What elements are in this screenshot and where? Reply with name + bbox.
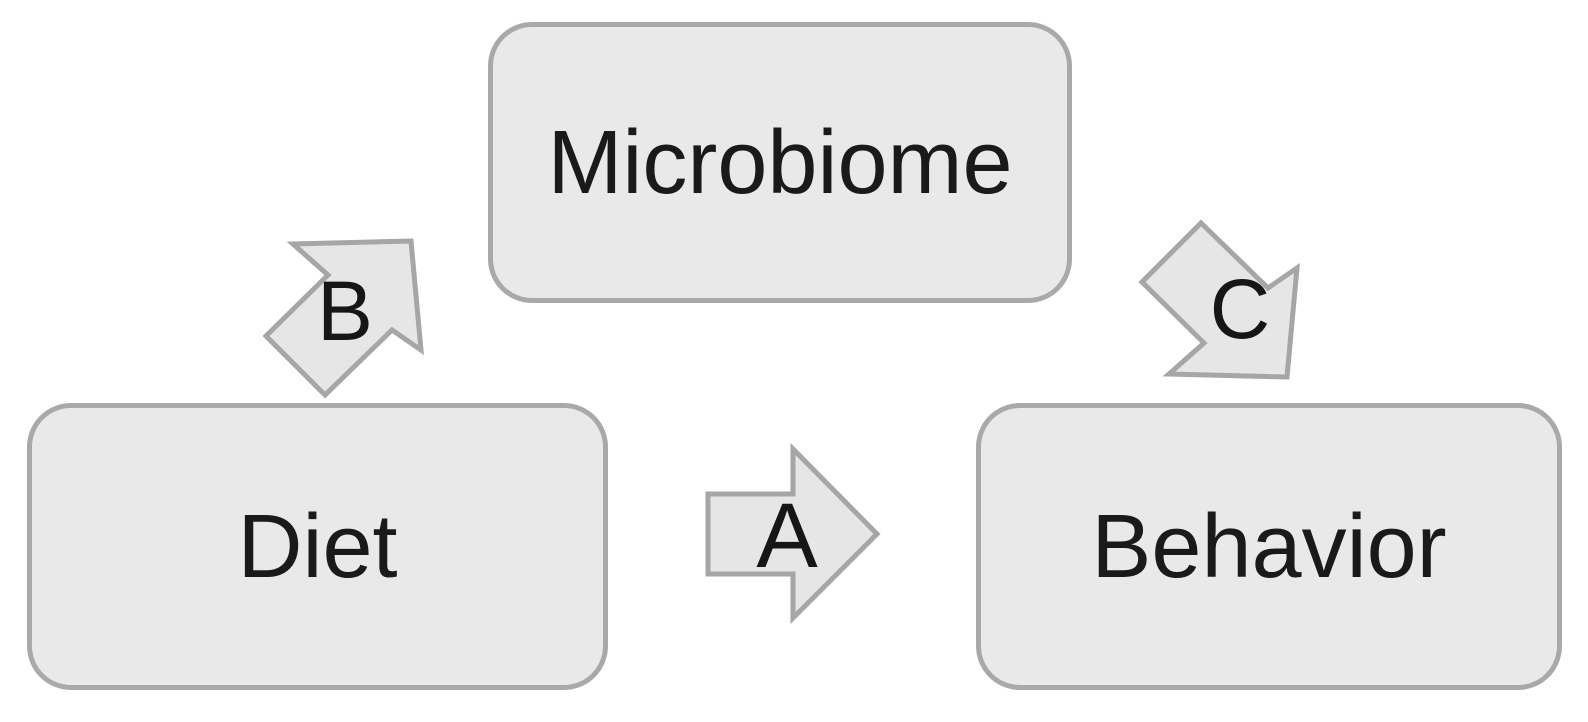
arrow-down-right-icon	[1138, 219, 1300, 380]
node-behavior-label: Behavior	[1091, 496, 1447, 597]
edge-label-a: A	[756, 485, 818, 587]
node-diet-label: Diet	[237, 496, 398, 597]
arrow-up-right-icon	[262, 238, 424, 399]
node-microbiome-label: Microbiome	[547, 112, 1013, 213]
node-microbiome: Microbiome	[488, 22, 1072, 303]
arrow-right-icon	[705, 442, 881, 625]
node-diet: Diet	[27, 403, 608, 690]
edge-label-b: B	[316, 264, 374, 358]
edge-label-c: C	[1209, 262, 1271, 356]
node-behavior: Behavior	[976, 403, 1562, 690]
